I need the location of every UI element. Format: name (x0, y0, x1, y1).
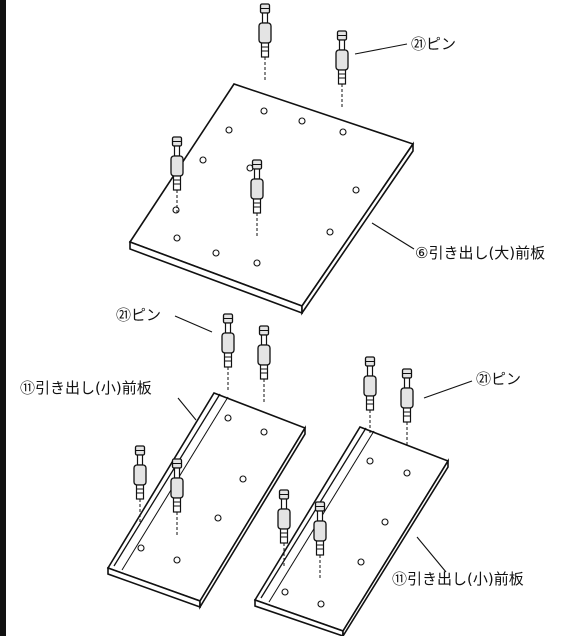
label-pin-top: ㉑ピン (411, 35, 456, 53)
leader-line (416, 536, 447, 573)
pin-icon (400, 368, 414, 446)
pin-icon (258, 3, 272, 81)
leader-line (354, 43, 408, 55)
panel-small-right (253, 426, 450, 636)
panel-large (128, 83, 415, 316)
pin-icon (257, 325, 271, 403)
pin-icon (363, 356, 377, 434)
label-panel-large: ⑥引き出し(大)前板 (415, 244, 545, 262)
leader-line (371, 222, 415, 250)
label-panel-small-left: ⑪引き出し(小)前板 (20, 379, 152, 397)
label-pin-middle-left: ㉑ピン (116, 306, 161, 324)
label-panel-small-right: ⑪引き出し(小)前板 (392, 570, 524, 588)
leader-line (177, 397, 197, 421)
pin-icon (221, 313, 235, 391)
leader-line (174, 315, 213, 333)
frame-border (0, 0, 6, 636)
pin-icon (335, 30, 349, 108)
leader-line (423, 380, 473, 399)
label-pin-middle-right: ㉑ピン (476, 370, 521, 388)
panel-small-left (106, 392, 307, 610)
